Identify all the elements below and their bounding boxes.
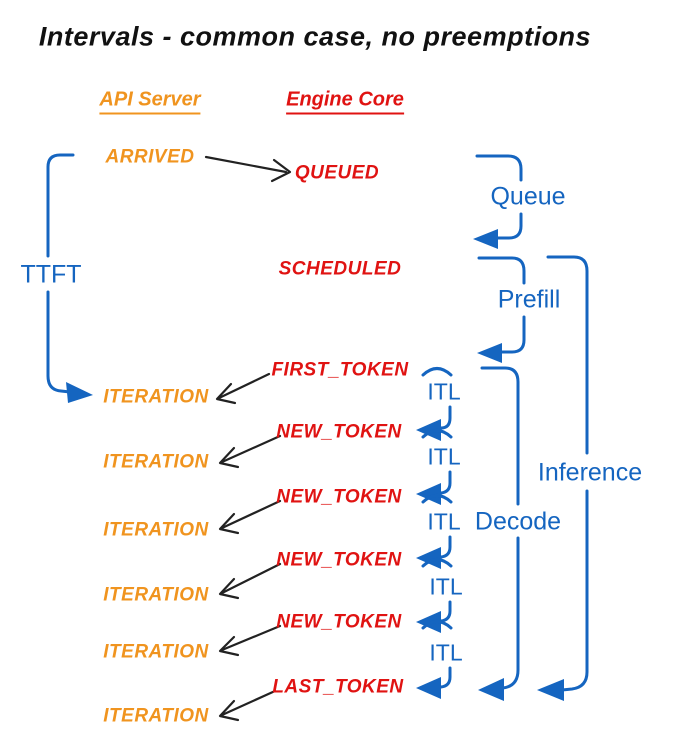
prefill-arrowhead-left-icon <box>477 343 502 363</box>
arrow-line <box>220 562 282 595</box>
itl-bracket-2 <box>416 429 453 505</box>
arrow-new-token-1-to-iteration <box>218 434 282 469</box>
arrow-first-token-to-iteration <box>215 372 271 405</box>
ttft-bracket-bottom <box>46 290 72 394</box>
itl-2-top-curve <box>421 429 453 439</box>
itl-4-arrowhead-left-icon <box>416 611 441 633</box>
arrow-new-token-3-to-iteration <box>218 562 282 600</box>
prefill-bracket-top <box>477 256 526 285</box>
event-scheduled: SCHEDULED <box>278 258 402 280</box>
inference-bracket-top <box>546 255 589 455</box>
event-iteration-1: ITERATION <box>103 386 209 408</box>
interval-label-decode: Decode <box>474 507 562 536</box>
prefill-bracket-bottom <box>498 315 526 354</box>
inference-bracket-bottom <box>560 489 589 692</box>
event-iteration-4: ITERATION <box>103 584 209 606</box>
decode-bracket-bottom <box>498 536 520 691</box>
event-iteration-6: ITERATION <box>103 705 209 727</box>
arrow-line <box>220 689 277 717</box>
itl-2-hook <box>439 470 452 495</box>
event-last-token: LAST_TOKEN <box>272 676 404 698</box>
event-first-token: FIRST_TOKEN <box>271 359 409 381</box>
arrow-head-icon <box>218 512 240 535</box>
event-iteration-3: ITERATION <box>103 519 209 541</box>
itl-bracket-1 <box>416 367 453 441</box>
inference-arrowhead-left-icon <box>537 679 564 701</box>
arrow-head-icon <box>215 382 237 405</box>
itl-4-hook <box>439 600 452 623</box>
arrow-head-icon <box>218 446 240 469</box>
page-title: Intervals - common case, no preemptions <box>38 21 592 52</box>
queue-bracket <box>473 154 523 249</box>
arrow-line <box>220 434 282 464</box>
itl-5-top-curve <box>421 620 453 630</box>
itl-3-arrowhead-left-icon <box>416 547 441 569</box>
interval-label-prefill: Prefill <box>497 285 561 314</box>
itl-5-arrowhead-left-icon <box>416 677 441 699</box>
decode-bracket <box>478 366 520 701</box>
arrow-head-icon <box>218 635 240 657</box>
inference-bracket <box>537 255 589 701</box>
itl-5-hook <box>439 666 452 689</box>
ttft-bracket <box>46 153 93 403</box>
itl-bracket-5 <box>416 620 453 699</box>
itl-1-hook <box>439 405 452 430</box>
itl-2-arrowhead-left-icon <box>416 483 441 505</box>
itl-3-top-curve <box>421 494 453 504</box>
itl-4-top-curve <box>421 558 453 568</box>
itl-bracket-3 <box>416 494 453 569</box>
arrow-arrived-head-icon <box>270 158 292 183</box>
decode-bracket-top <box>480 366 520 506</box>
column-header-api-server: API Server <box>99 90 201 115</box>
ttft-bracket-top <box>46 153 75 258</box>
event-new-token-4: NEW_TOKEN <box>276 611 402 633</box>
event-queued: QUEUED <box>294 162 380 184</box>
arrow-new-token-4-to-iteration <box>218 624 282 657</box>
arrow-line <box>220 499 282 530</box>
interval-label-itl-5: ITL <box>429 639 463 666</box>
arrow-line <box>220 624 282 652</box>
interval-label-ttft: TTFT <box>20 260 82 289</box>
queue-bracket-top <box>475 154 523 182</box>
ttft-arrowhead-right-icon <box>66 382 93 403</box>
queue-arrowhead-left-icon <box>473 229 498 249</box>
arrow-line <box>217 372 271 400</box>
arrow-new-token-2-to-iteration <box>218 499 282 535</box>
interval-label-itl-1: ITL <box>427 378 461 405</box>
event-iteration-5: ITERATION <box>103 641 209 663</box>
column-header-engine-core: Engine Core <box>286 90 404 115</box>
queue-bracket-bottom <box>494 212 523 240</box>
interval-label-queue: Queue <box>490 182 566 211</box>
arrow-last-token-to-iteration <box>218 689 277 722</box>
event-arrived: ARRIVED <box>105 146 195 168</box>
itl-3-hook <box>439 535 452 559</box>
arrow-arrived-line <box>204 155 288 174</box>
interval-label-itl-2: ITL <box>427 443 461 470</box>
prefill-bracket <box>477 256 526 363</box>
itl-1-arrowhead-left-icon <box>416 419 441 441</box>
interval-label-itl-3: ITL <box>427 508 461 535</box>
itl-bracket-4 <box>416 558 453 633</box>
event-iteration-2: ITERATION <box>103 451 209 473</box>
arrow-arrived-to-queued <box>204 155 292 183</box>
itl-1-top-curve <box>421 367 453 377</box>
interval-label-itl-4: ITL <box>429 573 463 600</box>
event-new-token-3: NEW_TOKEN <box>276 549 402 571</box>
interval-label-inference: Inference <box>537 458 643 487</box>
arrow-head-icon <box>218 577 240 600</box>
event-new-token-1: NEW_TOKEN <box>276 421 402 443</box>
event-new-token-2: NEW_TOKEN <box>276 486 402 508</box>
decode-arrowhead-left-icon <box>478 678 504 701</box>
arrow-head-icon <box>218 699 240 722</box>
